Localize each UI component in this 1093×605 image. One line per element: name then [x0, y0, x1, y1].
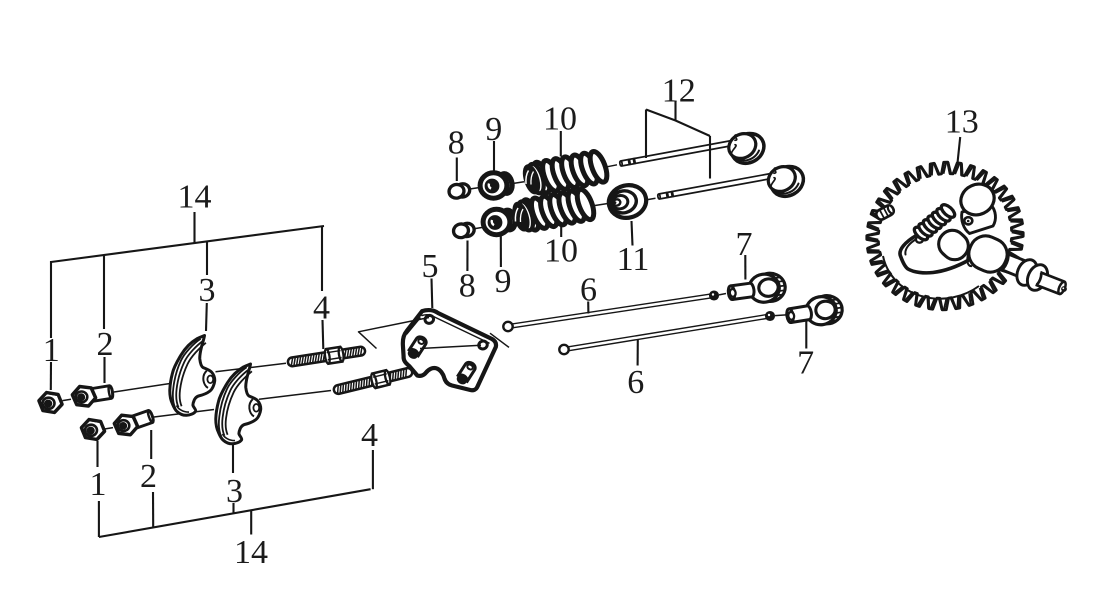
svg-text:1: 1: [90, 466, 107, 503]
svg-text:4: 4: [361, 417, 378, 454]
svg-text:7: 7: [736, 226, 753, 263]
svg-text:6: 6: [627, 364, 644, 401]
svg-text:10: 10: [543, 101, 577, 138]
svg-text:9: 9: [485, 111, 502, 148]
svg-text:6: 6: [580, 272, 597, 309]
svg-text:11: 11: [617, 241, 650, 278]
svg-text:8: 8: [448, 125, 465, 162]
svg-text:12: 12: [662, 73, 696, 110]
svg-text:5: 5: [422, 248, 439, 285]
svg-text:13: 13: [945, 104, 979, 141]
svg-text:7: 7: [797, 345, 814, 382]
svg-text:9: 9: [495, 263, 512, 300]
svg-text:4: 4: [313, 290, 330, 327]
svg-text:8: 8: [459, 268, 476, 305]
svg-text:3: 3: [199, 272, 216, 309]
svg-text:1: 1: [43, 332, 60, 369]
svg-text:14: 14: [178, 179, 212, 216]
svg-text:2: 2: [140, 458, 157, 495]
svg-text:2: 2: [97, 326, 114, 363]
svg-text:3: 3: [226, 473, 243, 510]
svg-text:10: 10: [544, 233, 578, 270]
svg-text:14: 14: [234, 534, 268, 571]
